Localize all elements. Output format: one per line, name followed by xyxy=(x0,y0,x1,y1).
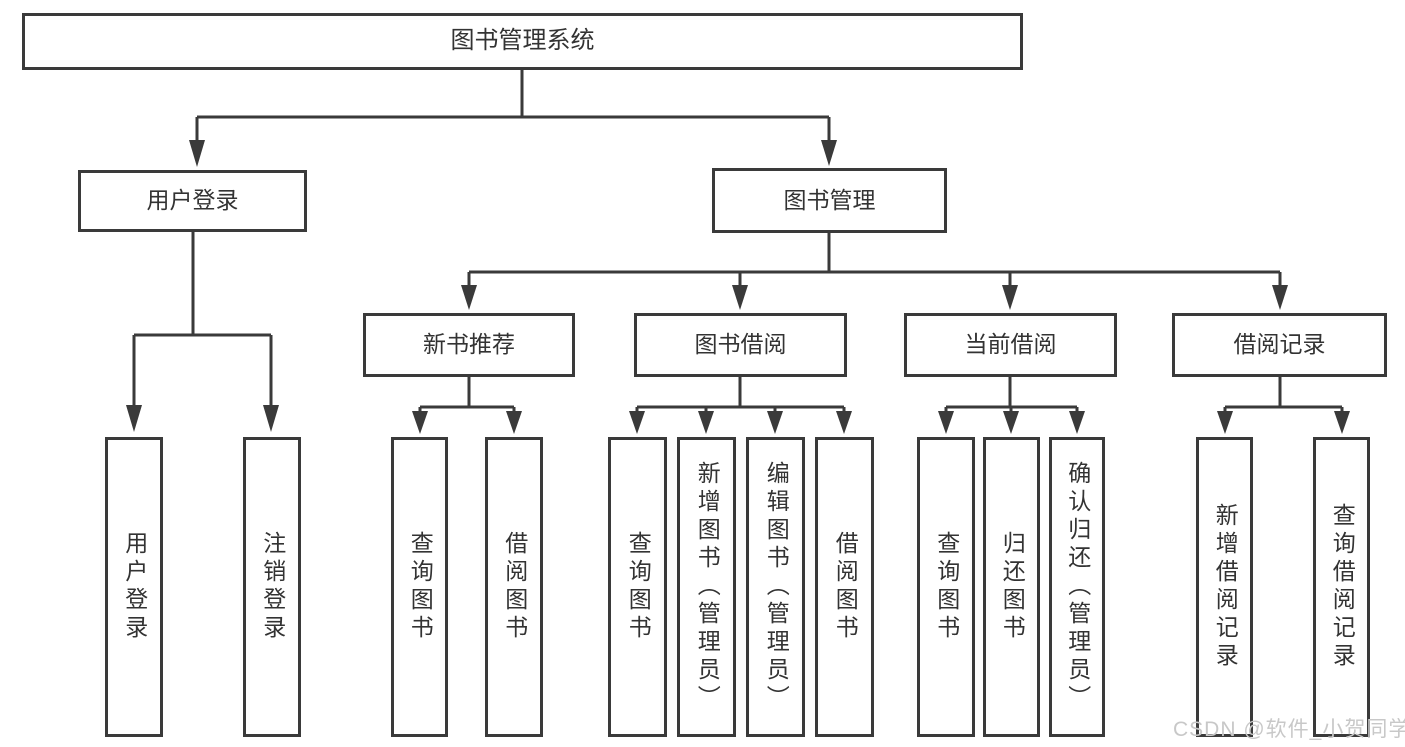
leaf-query-books-recommend: 查询图书 xyxy=(391,437,448,737)
node-new-book-recommendation: 新书推荐 xyxy=(363,313,575,377)
node-current-borrowing: 当前借阅 xyxy=(904,313,1117,377)
csdn-watermark: CSDN @软件_小贺同学 xyxy=(1173,718,1405,741)
node-book-management-branch: 图书管理 xyxy=(712,168,947,233)
leaf-add-books-admin: 新增图书（管理员） xyxy=(677,437,736,737)
leaf-query-books-current: 查询图书 xyxy=(917,437,975,737)
leaf-query-books-borrow: 查询图书 xyxy=(608,437,667,737)
node-library-management-system: 图书管理系统 xyxy=(22,13,1023,70)
node-user-login-branch: 用户登录 xyxy=(78,170,307,232)
leaf-borrow-books: 借阅图书 xyxy=(815,437,874,737)
leaf-user-login: 用户登录 xyxy=(105,437,163,737)
leaf-confirm-return-admin: 确认归还（管理员） xyxy=(1049,437,1105,737)
leaf-query-borrow-record: 查询借阅记录 xyxy=(1313,437,1370,737)
node-borrowing-records: 借阅记录 xyxy=(1172,313,1387,377)
leaf-return-books: 归还图书 xyxy=(983,437,1040,737)
node-book-borrowing: 图书借阅 xyxy=(634,313,847,377)
leaf-logout: 注销登录 xyxy=(243,437,301,737)
leaf-borrow-books-recommend: 借阅图书 xyxy=(485,437,543,737)
leaf-edit-books-admin: 编辑图书（管理员） xyxy=(746,437,805,737)
leaf-add-borrow-record: 新增借阅记录 xyxy=(1196,437,1253,737)
